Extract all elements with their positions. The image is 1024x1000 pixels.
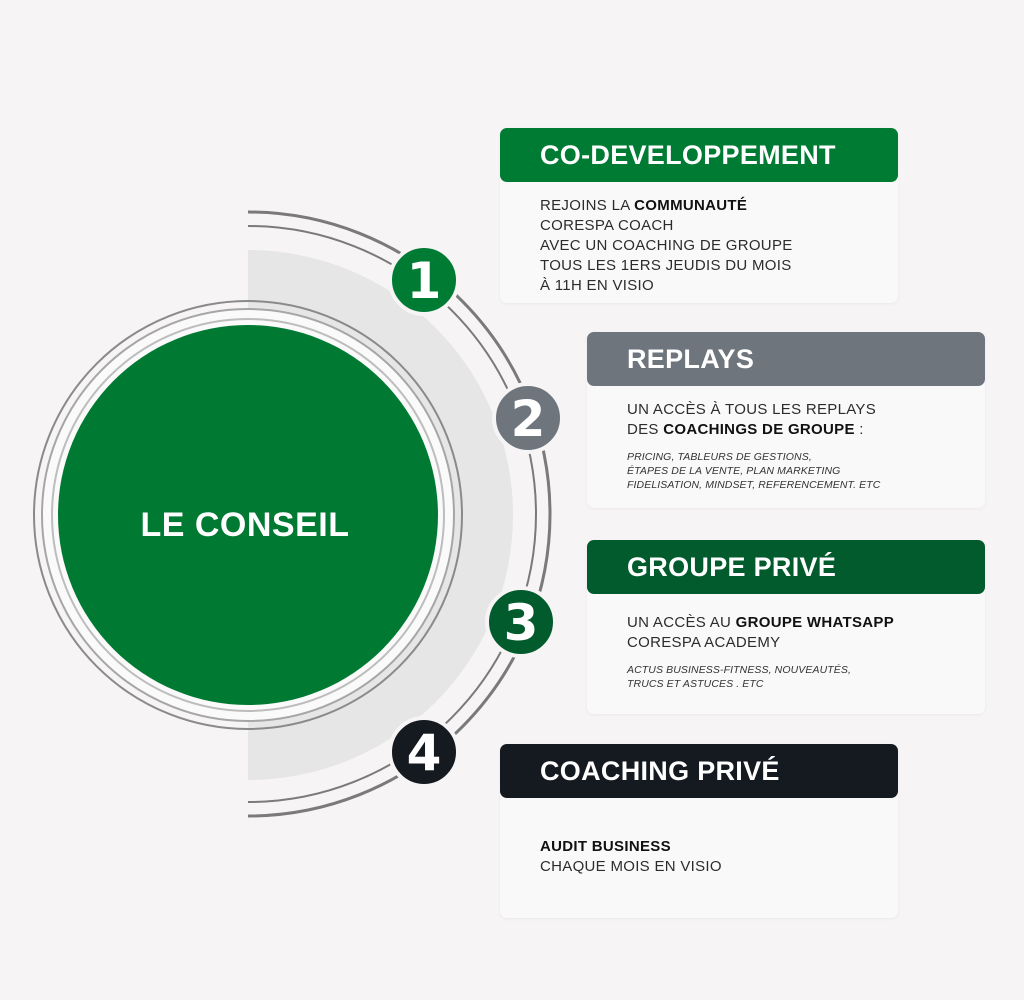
step-description: UN ACCÈS AU GROUPE WHATSAPP CORESPA ACAD…: [627, 613, 965, 691]
step-detail: FIDELISATION, MINDSET, REFERENCEMENT. ET…: [627, 479, 881, 491]
step-line: UN ACCÈS À TOUS LES REPLAYS: [627, 401, 877, 418]
step-badge-2: 2: [492, 382, 564, 454]
step-description: REJOINS LA COMMUNAUTÉ CORESPA COACH AVEC…: [540, 196, 878, 296]
step-line: AUDIT BUSINESS: [540, 838, 671, 855]
step-badge-1: 1: [388, 244, 460, 316]
step-detail: ACTUS BUSINESS-FITNESS, NOUVEAUTÉS,: [627, 664, 852, 676]
outer-arc-2: [247, 225, 537, 803]
step-title-co-developpement: CO-DEVELOPPEMENT: [500, 128, 898, 182]
step-title-groupe-prive: GROUPE PRIVÉ: [587, 540, 985, 594]
step-badge-4: 4: [388, 716, 460, 788]
step-detail: PRICING, TABLEURS DE GESTIONS,: [627, 451, 812, 463]
step-detail: ÉTAPES DE LA VENTE, PLAN MARKETING: [627, 465, 841, 477]
step-number-2: 2: [511, 390, 546, 448]
step-line: CORESPA ACADEMY: [627, 634, 781, 651]
step-line: UN ACCÈS AU GROUPE WHATSAPP: [627, 614, 895, 631]
center-title: LE CONSEIL: [140, 505, 350, 544]
step-line: TOUS LES 1ERS JEUDIS DU MOIS: [540, 257, 792, 274]
step-title-replays: REPLAYS: [587, 332, 985, 386]
step-card-coaching-prive: COACHING PRIVÉ AUDIT BUSINESS CHAQUE MOI…: [500, 744, 898, 918]
outer-arc-1: [247, 210, 552, 818]
step-line: CHAQUE MOIS EN VISIO: [540, 858, 722, 875]
step-line: CORESPA COACH: [540, 217, 674, 234]
step-line: REJOINS LA COMMUNAUTÉ: [540, 197, 748, 214]
step-number-1: 1: [407, 252, 442, 310]
step-badge-3: 3: [485, 586, 557, 658]
step-title-coaching-prive: COACHING PRIVÉ: [500, 744, 898, 798]
step-number-4: 4: [407, 724, 442, 782]
outer-ring: [33, 300, 463, 730]
center-circle: [58, 325, 438, 705]
step-line: À 11H EN VISIO: [540, 277, 654, 294]
step-description: AUDIT BUSINESS CHAQUE MOIS EN VISIO: [540, 837, 878, 877]
step-line: DES COACHINGS DE GROUPE :: [627, 421, 864, 438]
ring-shadow: [51, 318, 445, 712]
step-card-co-developpement: CO-DEVELOPPEMENT REJOINS LA COMMUNAUTÉ C…: [500, 128, 898, 303]
step-card-groupe-prive: GROUPE PRIVÉ UN ACCÈS AU GROUPE WHATSAPP…: [587, 540, 985, 714]
step-detail: TRUCS ET ASTUCES . ETC: [627, 678, 764, 690]
step-number-3: 3: [504, 594, 539, 652]
step-card-replays: REPLAYS UN ACCÈS À TOUS LES REPLAYS DES …: [587, 332, 985, 508]
step-line: AVEC UN COACHING DE GROUPE: [540, 237, 793, 254]
step-description: UN ACCÈS À TOUS LES REPLAYS DES COACHING…: [627, 400, 965, 492]
